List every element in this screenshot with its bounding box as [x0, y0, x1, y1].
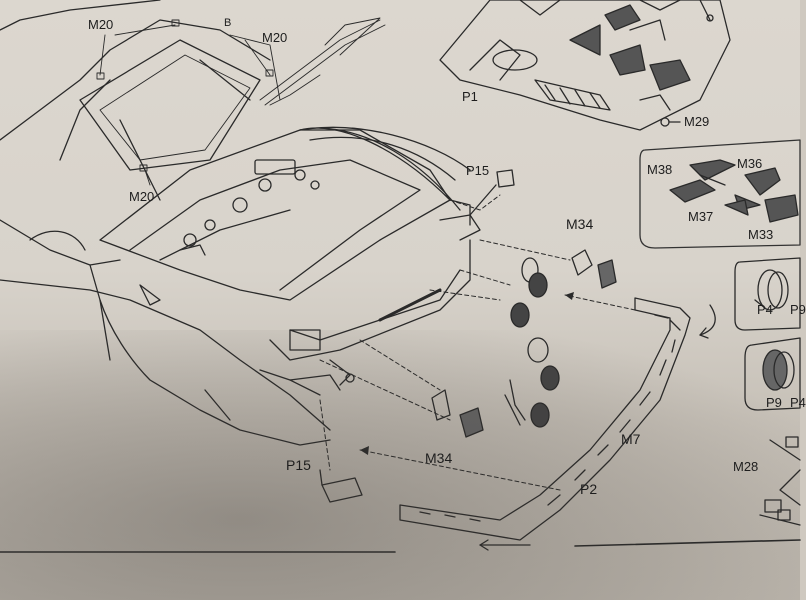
label-m33: M33 — [748, 227, 774, 242]
label-m34-bottom: M34 — [425, 450, 453, 466]
label-p2: P2 — [580, 481, 598, 497]
label-m37: M37 — [688, 209, 714, 224]
m28-parts — [759, 436, 801, 526]
label-m36: M36 — [737, 156, 763, 171]
decal-set-panel — [639, 139, 801, 249]
label-m20-left: M20 — [129, 189, 155, 204]
lens-parts — [319, 169, 617, 503]
label-p9: P9 — [766, 395, 782, 410]
label-p4-b: P4 — [790, 395, 806, 410]
label-p9-right: P9 — [790, 302, 806, 317]
assembly-arrows — [319, 194, 636, 491]
label-m20-top-left: M20 — [88, 17, 114, 32]
label-m38: M38 — [647, 162, 673, 177]
car-body-outline — [0, 0, 481, 446]
label-p15-top: P15 — [466, 163, 490, 178]
hood-panel-p1 — [439, 0, 731, 131]
label-p1: P1 — [462, 89, 478, 104]
label-m34-top: M34 — [566, 216, 594, 232]
page-rule-right — [574, 539, 801, 547]
bumper-strip-p2 — [399, 297, 716, 551]
light-parts-panels — [734, 257, 801, 411]
label-b: B — [224, 17, 232, 29]
driving-lights — [504, 257, 560, 428]
label-m20-top-right: M20 — [262, 30, 288, 45]
label-p4: P4 — [757, 302, 773, 317]
label-m7: M7 — [621, 431, 641, 447]
label-p15-bottom: P15 — [286, 457, 311, 473]
label-m28: M28 — [733, 459, 759, 474]
leader-lines — [96, 17, 386, 186]
arrow-heads — [360, 292, 574, 455]
label-m29: M29 — [684, 114, 710, 129]
